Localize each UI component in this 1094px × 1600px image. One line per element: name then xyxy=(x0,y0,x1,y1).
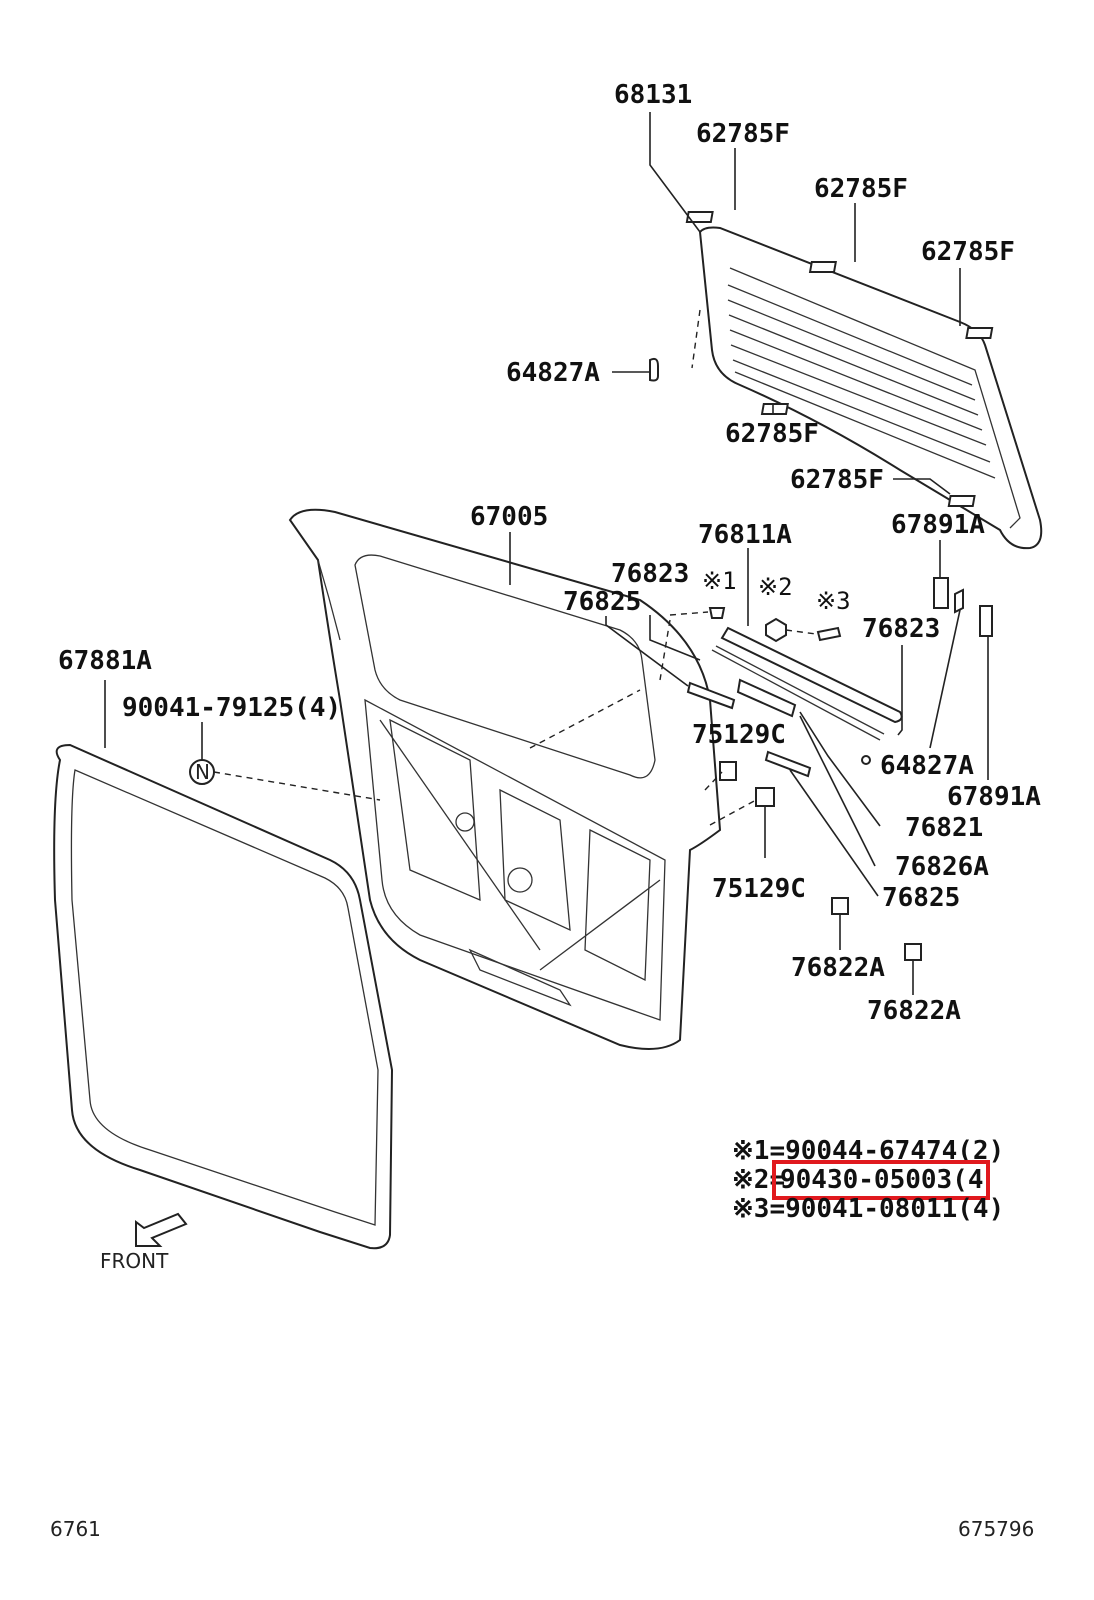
label-67881a: 67881A xyxy=(58,646,152,676)
label-90041-79125: 90041-79125(4) xyxy=(122,693,341,723)
front-arrow-icon xyxy=(135,1212,188,1247)
label-76821: 76821 xyxy=(905,813,983,843)
pad-76822a-2 xyxy=(904,943,922,961)
label-75129c-1: 75129C xyxy=(692,720,786,750)
front-direction: FRONT xyxy=(100,1212,188,1273)
label-76825-1: 76825 xyxy=(563,587,641,617)
footer-right-code: 675796 xyxy=(958,1517,1034,1541)
label-mark2: ※2 xyxy=(758,573,793,601)
label-76822a-2: 76822A xyxy=(867,996,961,1026)
label-64827a-2: 64827A xyxy=(880,751,974,781)
pad-62785f-3 xyxy=(965,327,994,339)
clip-64827a-2 xyxy=(954,588,964,614)
pad-67891a-1 xyxy=(933,577,949,609)
spoiler-76811a xyxy=(720,626,903,724)
back-door-panel xyxy=(288,508,722,1050)
pad-76822a-1 xyxy=(831,897,849,915)
strip-76825-2 xyxy=(764,750,812,778)
bracket-76826a xyxy=(736,678,797,718)
screw-mark3 xyxy=(816,626,842,642)
front-label: FRONT xyxy=(100,1249,169,1273)
label-75129c-2: 75129C xyxy=(712,874,806,904)
note-2-prefix: ※2= xyxy=(732,1165,785,1195)
label-62785f-5: 62785F xyxy=(790,465,884,495)
clip-76823 xyxy=(861,755,871,765)
highlight-box xyxy=(772,1160,990,1200)
note-3: ※3=90041-08011(4) xyxy=(732,1194,1004,1224)
label-76825-2: 76825 xyxy=(882,883,960,913)
pad-75129c-1 xyxy=(719,761,737,781)
label-67891a-1: 67891A xyxy=(891,510,985,540)
label-62785f-3: 62785F xyxy=(921,237,1015,267)
label-mark1: ※1 xyxy=(702,567,737,595)
footer-left-code: 6761 xyxy=(50,1517,101,1541)
label-76823-1: 76823 xyxy=(611,559,689,589)
pad-62785f-5 xyxy=(947,495,976,507)
label-mark3: ※3 xyxy=(816,587,851,615)
label-76826a: 76826A xyxy=(895,852,989,882)
clip-mark1 xyxy=(708,607,726,619)
clip-64827a-1 xyxy=(649,357,659,382)
label-67005: 67005 xyxy=(470,502,548,532)
door-weatherstrip xyxy=(53,743,394,1250)
label-62785f-4: 62785F xyxy=(725,419,819,449)
clip-n-label: N xyxy=(195,760,210,784)
label-62785f-2: 62785F xyxy=(814,174,908,204)
label-68131: 68131 xyxy=(614,80,692,110)
label-76823-2: 76823 xyxy=(862,614,940,644)
label-62785f-1: 62785F xyxy=(696,119,790,149)
pad-62785f-group xyxy=(685,211,994,507)
label-67891a-2: 67891A xyxy=(947,782,1041,812)
nut-mark2 xyxy=(765,617,787,643)
label-64827a-1: 64827A xyxy=(506,358,600,388)
note-2-part: 90430-05003(4 xyxy=(780,1165,984,1195)
label-76811a: 76811A xyxy=(698,520,792,550)
pad-62785f-1 xyxy=(685,211,714,223)
pad-62785f-4 xyxy=(760,403,789,415)
fastener-notes: ※1=90044-67474(2) ※2= 90430-05003(4 ※3=9… xyxy=(732,1136,1004,1224)
strip-76825-1 xyxy=(686,681,736,710)
label-76822a-1: 76822A xyxy=(791,953,885,983)
pad-75129c-2 xyxy=(755,787,775,807)
pad-67891a-2 xyxy=(979,605,993,637)
hardware-group xyxy=(686,577,993,961)
back-door-glass xyxy=(698,226,1043,550)
pad-62785f-2 xyxy=(808,261,837,273)
